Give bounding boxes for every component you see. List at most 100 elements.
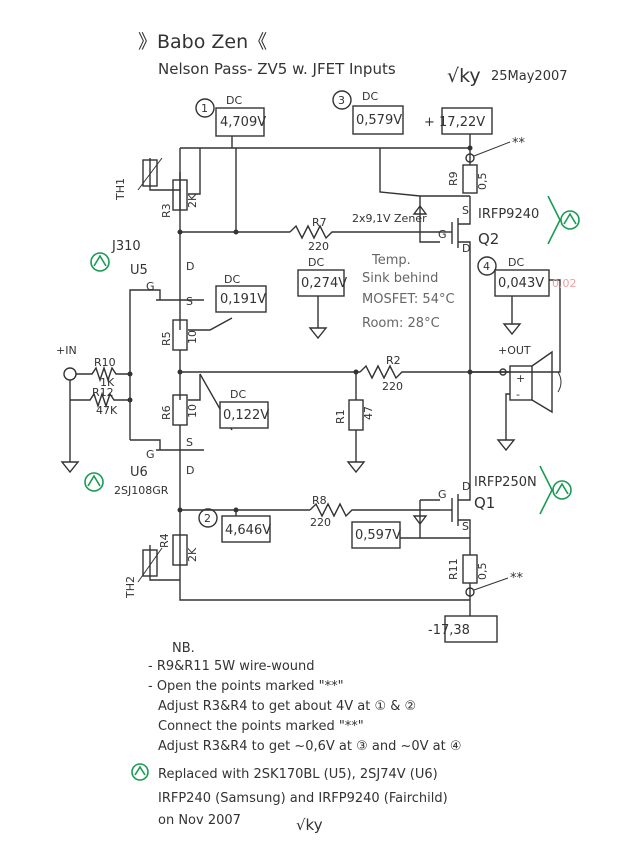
label-u6-d: D: [186, 464, 194, 477]
r12-resistor: [70, 391, 130, 409]
svg-text:0,191V: 0,191V: [220, 292, 266, 307]
meter-8: 0,597V: [351, 521, 401, 549]
zener-top-diode: [412, 204, 428, 215]
green-marker-q2: [547, 195, 580, 245]
label-irfp250n: IRFP250N: [474, 475, 537, 490]
ground-m4: [502, 323, 522, 336]
title: 》Babo Zen《: [138, 31, 267, 53]
label-q2-d: D: [462, 242, 470, 255]
svg-text:-17,38: -17,38: [428, 623, 470, 638]
label-r8: R8: [312, 494, 327, 507]
svg-text:Sink behind: Sink behind: [362, 271, 438, 286]
svg-text:4,709V: 4,709V: [220, 115, 266, 130]
ground-out: [496, 439, 516, 452]
pos-rail: + 17,22V: [424, 107, 493, 135]
label-speaker-plus: +: [516, 372, 525, 385]
svg-text:DC: DC: [226, 94, 242, 107]
svg-text:2: 2: [204, 512, 211, 525]
star-line-top: [473, 141, 511, 157]
label-r1: R1: [334, 409, 347, 424]
bottom-rail: [179, 510, 470, 601]
r4-resistor: [172, 534, 188, 566]
temp-note: Temp. Sink behind MOSFET: 54°C Room: 28°…: [362, 253, 455, 331]
svg-text:DC: DC: [308, 256, 324, 269]
label-th1: TH1: [114, 178, 127, 201]
th1-wire: [149, 158, 180, 191]
label-r2: R2: [386, 354, 401, 367]
label-r7: R7: [312, 216, 327, 229]
ground-in: [60, 461, 80, 474]
label-q1-d: D: [462, 480, 470, 493]
label-r7v: 220: [308, 240, 329, 253]
svg-text:0,579V: 0,579V: [356, 113, 402, 128]
label-r6v: 10: [186, 404, 199, 418]
svg-text:Adjust R3&R4 to get ~0,6V at ③: Adjust R3&R4 to get ~0,6V at ③ and ~0V a…: [158, 739, 462, 754]
svg-text:DC: DC: [224, 273, 240, 286]
junction: [127, 397, 133, 403]
date: 25May2007: [491, 69, 568, 84]
label-r2v: 220: [382, 380, 403, 393]
zener-top-body: [419, 196, 440, 243]
label-r5v: 10: [186, 330, 199, 344]
svg-text:NB.: NB.: [172, 641, 195, 656]
star-point-bottom: [465, 587, 475, 597]
u5-gate-to-in: [129, 289, 161, 440]
input-jack: [63, 367, 77, 381]
junction: [233, 507, 239, 513]
meter-3: 3 DC 0,579V: [332, 90, 404, 135]
r6-wiper: [188, 374, 201, 401]
q2-drain: [458, 241, 471, 372]
label-j310: J310: [111, 239, 141, 254]
svg-text:0,02: 0,02: [552, 277, 577, 290]
speaker-ground: [505, 393, 510, 440]
label-r4: R4: [158, 533, 171, 548]
r2-resistor: [359, 364, 470, 380]
svg-text:DC: DC: [362, 90, 378, 103]
svg-text:√ky: √ky: [296, 816, 323, 834]
label-r1v: 47: [362, 406, 375, 420]
label-r11v: 0,5: [476, 563, 489, 581]
label-q1-g: G: [438, 488, 447, 501]
svg-text:0,122V: 0,122V: [223, 408, 269, 423]
replacement-note: Replaced with 2SK170BL (U5), 2SJ74V (U6)…: [131, 763, 448, 834]
svg-text:0,597V: 0,597V: [355, 528, 401, 543]
meter-4: 4 DC 0,043V 0,02: [477, 256, 577, 297]
label-u5-g: G: [146, 280, 155, 293]
junction: [467, 369, 473, 375]
meter-7: DC 0,274V: [297, 256, 347, 297]
m3-wire: [379, 148, 421, 197]
notes: NB. - R9&R11 5W wire-wound - Open the po…: [148, 641, 462, 754]
neg-rail: -17,38: [428, 615, 498, 643]
label-th2: TH2: [124, 576, 137, 599]
svg-text:Adjust R3&R4 to get about 4V a: Adjust R3&R4 to get about 4V at ① & ②: [158, 699, 416, 714]
label-u6: U6: [130, 465, 148, 480]
star-line-bottom: [473, 577, 509, 591]
junction: [177, 369, 183, 375]
label-q2-g: G: [438, 228, 447, 241]
meter-6: DC 0,122V: [219, 388, 269, 429]
label-r10v: 1K: [100, 376, 115, 389]
svg-text:1: 1: [201, 102, 208, 115]
th1-thermistor: [142, 159, 158, 187]
label-r9: R9: [447, 171, 460, 186]
junction: [177, 507, 183, 513]
q2-source: [458, 196, 471, 225]
svg-text:MOSFET: 54°C: MOSFET: 54°C: [362, 292, 455, 307]
zener-bot-diode: [412, 515, 428, 526]
label-u6-s: S: [186, 436, 193, 449]
junction: [353, 369, 359, 375]
svg-text:Connect the points marked "**": Connect the points marked "**": [158, 719, 364, 734]
label-r9v: 0,5: [476, 173, 489, 191]
svg-text:4: 4: [483, 260, 490, 273]
label-q1-s: S: [462, 520, 469, 533]
svg-text:+ 17,22V: + 17,22V: [424, 115, 485, 130]
svg-text:IRFP240 (Samsung) and IRFP9240: IRFP240 (Samsung) and IRFP9240 (Fairchil…: [158, 791, 448, 806]
label-q1: Q1: [474, 494, 495, 512]
label-u5-d: D: [186, 260, 194, 273]
ground-m7: [308, 327, 328, 340]
green-marker-q1: [539, 465, 572, 515]
svg-text:Room: 28°C: Room: 28°C: [362, 316, 440, 331]
th2-wire: [149, 545, 180, 581]
svg-text:3: 3: [338, 94, 345, 107]
label-r12v: 47K: [96, 404, 118, 417]
